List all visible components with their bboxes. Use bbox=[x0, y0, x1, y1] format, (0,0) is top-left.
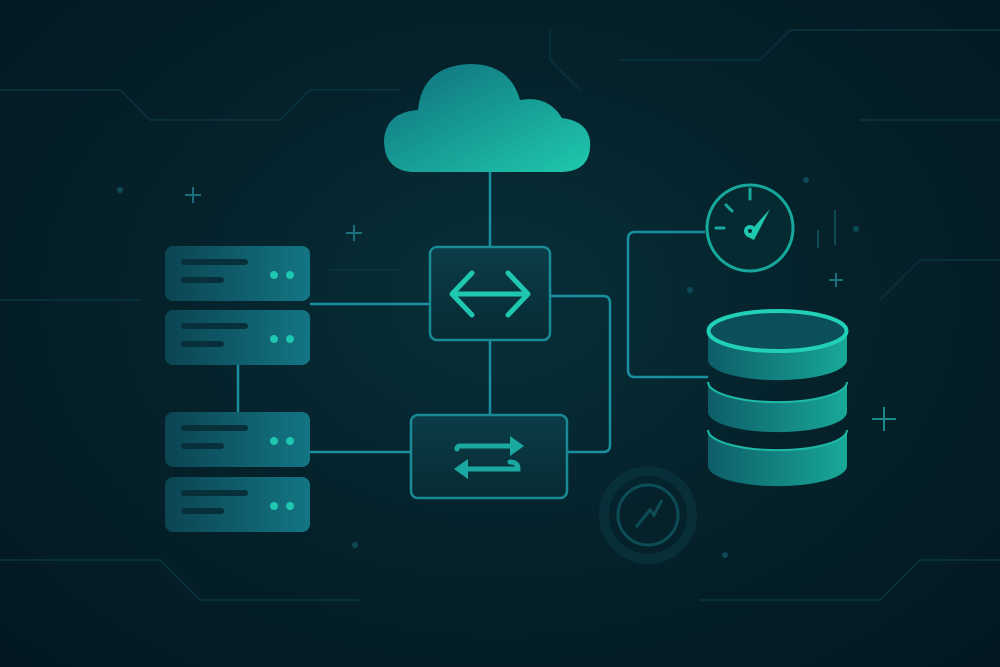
bidirectional-arrow-icon bbox=[449, 270, 531, 318]
plus-icon bbox=[829, 273, 843, 287]
swap-arrows-icon bbox=[454, 436, 524, 479]
switch-box bbox=[428, 245, 552, 342]
plus-icon bbox=[346, 225, 362, 241]
gauge-icon bbox=[705, 183, 795, 273]
plus-icon bbox=[185, 187, 201, 203]
transfer-box bbox=[409, 413, 569, 500]
server-icon bbox=[165, 412, 310, 467]
database-icon bbox=[706, 309, 849, 487]
connector-lines bbox=[236, 172, 708, 454]
server-stack bbox=[165, 246, 310, 532]
circuit-background bbox=[0, 29, 1000, 601]
background-dots bbox=[117, 177, 859, 558]
server-icon bbox=[165, 246, 310, 301]
plus-icon bbox=[872, 407, 896, 431]
server-icon bbox=[165, 310, 310, 365]
small-gauge-icon bbox=[599, 466, 697, 564]
server-icon bbox=[165, 477, 310, 532]
cloud-icon bbox=[384, 64, 591, 172]
plus-decorations bbox=[185, 187, 896, 431]
